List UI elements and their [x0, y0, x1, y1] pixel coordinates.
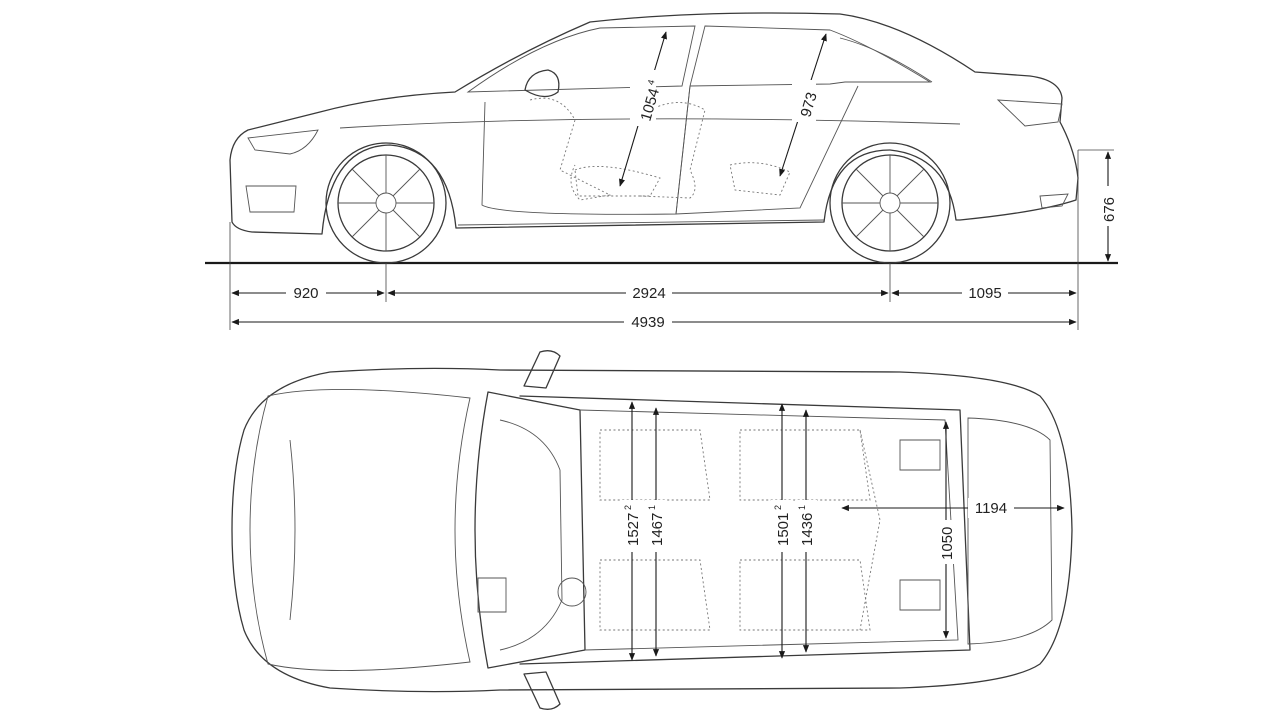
wheelbase-label: 2924	[632, 285, 665, 302]
side-mirror	[524, 69, 560, 98]
hood	[249, 389, 471, 671]
rear-shoulder-sup: 2	[773, 505, 783, 510]
rear-window	[689, 25, 932, 87]
rear-seat	[729, 162, 791, 196]
top-view: 1527 2 1467 1 1501 2 1436 1 1194 1050	[231, 350, 1073, 710]
front-seat-back	[639, 102, 706, 199]
front-overhang-label: 920	[293, 285, 318, 302]
front-seat-left	[599, 429, 711, 501]
windshield	[474, 391, 586, 669]
headlight	[247, 129, 319, 155]
dashboard	[499, 419, 563, 651]
rear-overhang-label: 1095	[968, 285, 1001, 302]
trunk-length-label: 1194	[975, 500, 1007, 517]
front-elbow-sup: 1	[647, 505, 657, 510]
front-grille-vent	[245, 185, 297, 213]
front-shoulder-sup: 2	[623, 505, 633, 510]
front-wheel	[325, 142, 447, 264]
front-door	[481, 85, 691, 215]
rear-headroom-label-bg	[792, 80, 816, 122]
exhaust	[1039, 193, 1069, 209]
front-window	[466, 25, 696, 93]
top-body-outline	[231, 367, 1073, 693]
trunk-width-label: 1050	[939, 527, 956, 560]
rear-elbow-sup: 1	[797, 505, 807, 510]
rear-bench-back	[859, 429, 881, 631]
rear-door	[675, 85, 859, 215]
rear-wheel	[829, 142, 951, 264]
trunk-recess-bottom	[899, 579, 941, 611]
c-pillar-line	[839, 37, 933, 83]
hood-crease	[289, 439, 296, 621]
front-seat	[529, 97, 612, 201]
front-headroom-sup: 4	[646, 78, 657, 86]
center-console	[477, 577, 507, 613]
front-shoulder-label: 1527	[625, 513, 642, 546]
rear-shoulder-label: 1501	[775, 513, 792, 546]
rear-headroom-label: 973	[798, 90, 821, 119]
front-headroom-label-bg	[630, 70, 656, 126]
side-view: 1054 4 973	[205, 12, 1118, 265]
rear-seat-right	[739, 559, 871, 631]
rear-height-label: 676	[1101, 197, 1118, 222]
top-mirror-left	[523, 350, 561, 389]
tail-light	[996, 99, 1063, 127]
rear-elbow-label: 1436	[799, 513, 816, 546]
sill-line	[457, 219, 825, 226]
roof-outline	[519, 395, 971, 665]
top-mirror-right	[523, 671, 561, 710]
rear-seat-left	[739, 429, 871, 501]
overall-length-label: 4939	[631, 314, 664, 331]
front-seat-cushion	[574, 166, 661, 197]
length-dimensions: 920 2924 1095 4939 676	[229, 149, 1120, 332]
front-seat-right	[599, 559, 711, 631]
steering-wheel	[557, 577, 587, 607]
side-body-outline	[229, 12, 1079, 235]
trunk-recess-top	[899, 439, 941, 471]
front-elbow-label: 1467	[649, 513, 666, 546]
trunk-lid	[967, 417, 1053, 645]
